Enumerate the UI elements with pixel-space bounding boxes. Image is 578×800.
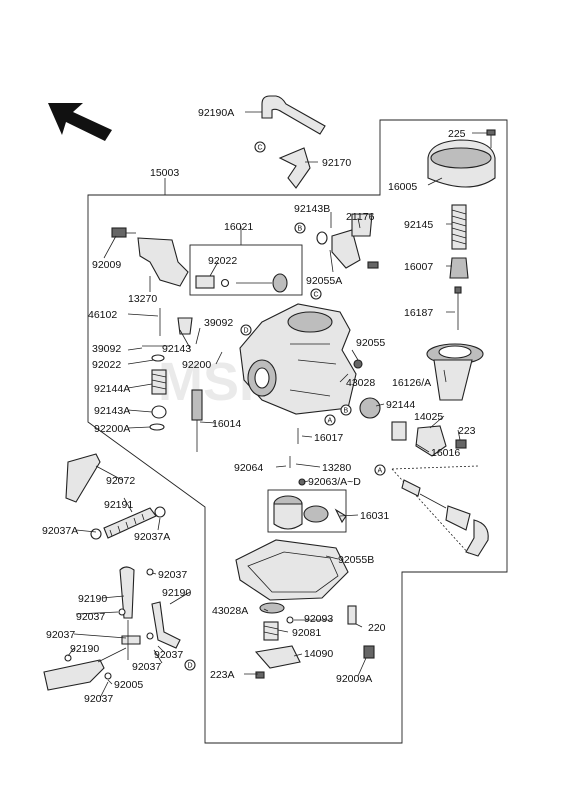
label-16007: 16007 xyxy=(404,261,433,273)
label-92022: 92022 xyxy=(208,255,237,267)
part-carburetor-body: C D xyxy=(239,288,357,415)
label-92190-a: 92190 xyxy=(78,593,107,605)
float-box xyxy=(267,489,347,533)
label-92037A-left: 92037A xyxy=(42,525,78,537)
label-14025: 14025 xyxy=(414,411,443,423)
part-16007 xyxy=(449,257,469,279)
part-92170 xyxy=(278,147,311,189)
part-225 xyxy=(486,129,496,148)
svg-text:D: D xyxy=(244,328,249,335)
part-16005 xyxy=(427,139,496,188)
part-92009 xyxy=(111,227,136,238)
part-16187 xyxy=(454,286,462,330)
label-43028: 43028 xyxy=(346,377,375,389)
label-223-right: 223 xyxy=(458,425,476,437)
part-float-bowl xyxy=(235,539,349,601)
part-13270 xyxy=(137,237,189,287)
part-small-left xyxy=(142,308,193,362)
label-16126A: 16126/A xyxy=(392,377,431,389)
part-bowl-bottom-parts xyxy=(254,602,375,679)
part-hose-left xyxy=(65,453,166,540)
label-92037-f: 92037 xyxy=(84,693,113,705)
label-39092-right: 39092 xyxy=(204,317,233,329)
label-92190-c: 92190 xyxy=(70,643,99,655)
label-223A: 223A xyxy=(210,669,235,681)
label-92037-a: 92037 xyxy=(158,569,187,581)
svg-text:B: B xyxy=(344,408,349,415)
label-92145: 92145 xyxy=(404,219,433,231)
part-92145 xyxy=(451,204,467,250)
label-92037A-right: 92037A xyxy=(134,531,170,543)
label-15003: 15003 xyxy=(150,167,179,179)
label-16017: 16017 xyxy=(314,432,343,444)
part-labels: 92190A 92170 225 15003 16005 92143B 2117… xyxy=(42,107,476,705)
label-16016: 16016 xyxy=(431,447,460,459)
part-hoses-lower: D xyxy=(43,566,196,691)
part-pilot-screw xyxy=(195,273,288,293)
label-92037-c: 92037 xyxy=(46,629,75,641)
label-46102: 46102 xyxy=(88,309,117,321)
part-92190A: C xyxy=(254,95,326,153)
part-16031 xyxy=(273,495,347,530)
label-13280: 13280 xyxy=(322,462,351,474)
label-92022-left: 92022 xyxy=(92,359,121,371)
part-16014 xyxy=(191,389,203,452)
label-92200A: 92200A xyxy=(94,423,130,435)
label-92037-b: 92037 xyxy=(76,611,105,623)
assembly-outline xyxy=(87,119,508,744)
label-92093: 92093 xyxy=(304,613,333,625)
label-16005: 16005 xyxy=(388,181,417,193)
svg-text:B: B xyxy=(298,226,303,233)
front-direction-arrow-icon xyxy=(48,103,112,141)
label-92009: 92009 xyxy=(92,259,121,271)
label-92055: 92055 xyxy=(356,337,385,349)
label-39092-left: 39092 xyxy=(92,343,121,355)
label-16021: 16021 xyxy=(224,221,253,233)
label-92144: 92144 xyxy=(386,399,415,411)
label-92063: 92063/A~D xyxy=(308,476,361,488)
label-220: 220 xyxy=(368,622,386,634)
label-43028A: 43028A xyxy=(212,605,248,617)
label-92037-d: 92037 xyxy=(154,649,183,661)
label-92064: 92064 xyxy=(234,462,263,474)
label-92005: 92005 xyxy=(114,679,143,691)
pilot-screw-box xyxy=(189,244,303,296)
label-92072: 92072 xyxy=(106,475,135,487)
label-92055A: 92055A xyxy=(306,275,342,287)
part-16126A xyxy=(426,343,484,401)
label-21176: 21176 xyxy=(346,211,375,223)
svg-text:C: C xyxy=(258,145,263,152)
svg-text:D: D xyxy=(188,663,193,670)
label-92190A: 92190A xyxy=(198,107,234,119)
label-13270: 13270 xyxy=(128,293,157,305)
part-16016: A xyxy=(374,464,489,557)
label-92143: 92143 xyxy=(162,343,191,355)
svg-text:A: A xyxy=(378,468,383,475)
label-92191: 92191 xyxy=(104,499,133,511)
label-92037-e: 92037 xyxy=(132,661,161,673)
part-21176-group: B xyxy=(294,213,379,269)
label-92190-b: 92190 xyxy=(162,587,191,599)
label-92055B: 92055B xyxy=(338,554,374,566)
part-plunger-group xyxy=(149,369,167,431)
label-92009A: 92009A xyxy=(336,673,372,685)
svg-text:A: A xyxy=(328,418,333,425)
label-16014: 16014 xyxy=(212,418,241,430)
label-14090: 14090 xyxy=(304,648,333,660)
label-92170: 92170 xyxy=(322,157,351,169)
label-92081: 92081 xyxy=(292,627,321,639)
label-225: 225 xyxy=(448,128,466,140)
part-92055 xyxy=(353,359,363,369)
label-16031: 16031 xyxy=(360,510,389,522)
part-jets xyxy=(289,428,306,486)
svg-text:C: C xyxy=(314,292,319,299)
label-92144A: 92144A xyxy=(94,383,130,395)
label-92143A: 92143A xyxy=(94,405,130,417)
label-16187: 16187 xyxy=(404,307,433,319)
label-92143B: 92143B xyxy=(294,203,330,215)
label-92200: 92200 xyxy=(182,359,211,371)
